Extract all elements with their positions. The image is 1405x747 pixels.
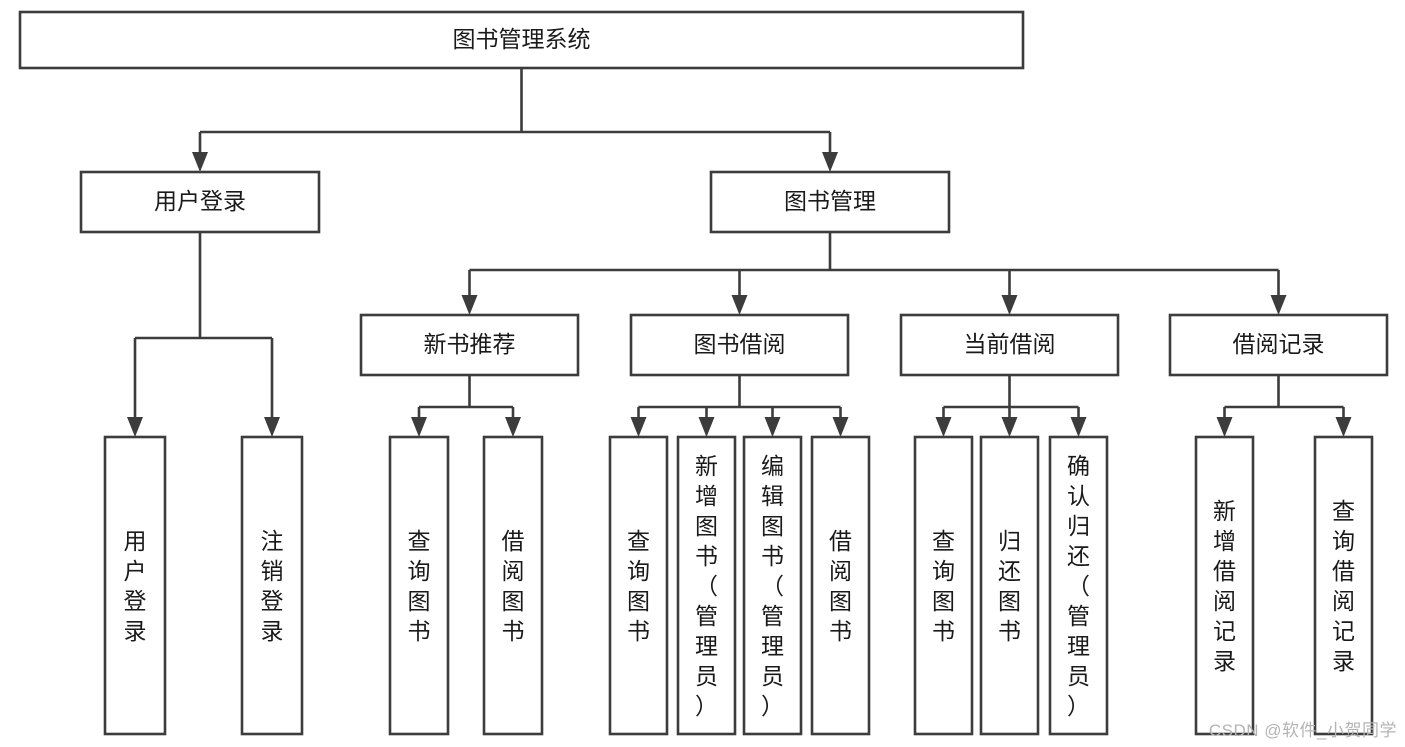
node-leaf-add-book-admin-label: 新增图书（管理员） xyxy=(695,453,718,719)
book-borrow-to-leaves-arrowhead-1 xyxy=(698,417,715,437)
book-borrow-to-leaves-arrowhead-3 xyxy=(832,417,849,437)
node-leaf-query-book-recommend-label: 查询图书 xyxy=(408,528,431,644)
node-leaf-confirm-return-admin-label: 确认归还（管理员） xyxy=(1067,453,1090,719)
node-current-borrow-rect xyxy=(899,313,1120,377)
node-leaf-borrow-book-rect xyxy=(810,435,871,736)
node-leaf-add-borrow-record-label: 新增借阅记录 xyxy=(1213,498,1236,674)
node-leaf-return-book-label: 归还图书 xyxy=(998,528,1021,644)
node-leaf-edit-book-admin[interactable]: 编辑图书（管理员） xyxy=(742,435,803,736)
node-new-book-recommend[interactable]: 新书推荐 xyxy=(359,313,580,377)
borrow-records-to-leaves-arrowhead-1 xyxy=(1335,417,1352,437)
current-borrow-to-leaves-arrowhead-0 xyxy=(935,417,952,437)
node-leaf-query-borrow-record-rect xyxy=(1313,435,1374,736)
node-leaf-borrow-book-recommend-rect xyxy=(482,435,544,736)
node-leaf-query-book-current-rect xyxy=(913,435,974,736)
node-leaf-return-book[interactable]: 归还图书 xyxy=(979,435,1040,736)
node-leaf-borrow-book-label: 借阅图书 xyxy=(829,528,852,644)
node-leaf-add-borrow-record[interactable]: 新增借阅记录 xyxy=(1194,435,1255,736)
node-leaf-borrow-book-recommend[interactable]: 借阅图书 xyxy=(482,435,544,736)
csdn-watermark: CSDN @软件_小贺同学 xyxy=(1208,721,1397,740)
new-book-recommend-to-leaves-arrowhead-1 xyxy=(505,417,521,437)
node-borrow-records[interactable]: 借阅记录 xyxy=(1168,313,1389,377)
bookmgmt-to-level3-arrowhead-3 xyxy=(1270,295,1287,315)
node-leaf-user-login-label: 用户登录 xyxy=(124,528,147,644)
bookmgmt-to-level3-arrowhead-1 xyxy=(731,295,748,315)
node-book-management[interactable]: 图书管理 xyxy=(709,170,951,234)
node-root-system-label: 图书管理系统 xyxy=(453,26,591,52)
node-user-login[interactable]: 用户登录 xyxy=(79,170,321,234)
node-leaf-edit-book-admin-label: 编辑图书（管理员） xyxy=(761,453,784,719)
current-borrow-to-leaves-arrowhead-2 xyxy=(1070,417,1087,437)
root-to-level2-arrowhead-1 xyxy=(822,152,838,172)
root-to-level2-arrowhead-0 xyxy=(192,152,208,172)
node-root-system-rect xyxy=(18,10,1025,70)
node-leaf-user-login-rect xyxy=(103,435,167,736)
node-new-book-recommend-rect xyxy=(359,313,580,377)
node-leaf-query-book-borrow[interactable]: 查询图书 xyxy=(608,435,669,736)
book-borrow-to-leaves-arrowhead-0 xyxy=(630,417,647,437)
connectors-layer xyxy=(127,68,1352,437)
node-leaf-confirm-return-admin-rect xyxy=(1048,435,1109,736)
node-leaf-query-book-borrow-rect xyxy=(608,435,669,736)
node-leaf-query-book-recommend-rect xyxy=(388,435,450,736)
node-leaf-user-logout[interactable]: 注销登录 xyxy=(240,435,304,736)
nodes-layer: 图书管理系统用户登录图书管理新书推荐图书借阅当前借阅借阅记录用户登录注销登录查询… xyxy=(18,10,1389,736)
book-borrow-to-leaves-arrowhead-2 xyxy=(764,417,781,437)
bookmgmt-to-level3-arrowhead-2 xyxy=(1001,295,1018,315)
node-book-management-rect xyxy=(709,170,951,234)
node-new-book-recommend-label: 新书推荐 xyxy=(424,331,516,357)
node-book-management-label: 图书管理 xyxy=(784,188,876,214)
node-leaf-confirm-return-admin[interactable]: 确认归还（管理员） xyxy=(1048,435,1109,736)
node-leaf-edit-book-admin-rect xyxy=(742,435,803,736)
node-book-borrow[interactable]: 图书借阅 xyxy=(629,313,850,377)
borrow-records-to-leaves-arrowhead-0 xyxy=(1216,417,1233,437)
node-leaf-add-book-admin[interactable]: 新增图书（管理员） xyxy=(676,435,737,736)
node-current-borrow-label: 当前借阅 xyxy=(964,331,1056,357)
node-leaf-borrow-book-recommend-label: 借阅图书 xyxy=(502,528,525,644)
node-leaf-user-logout-rect xyxy=(240,435,304,736)
node-current-borrow[interactable]: 当前借阅 xyxy=(899,313,1120,377)
node-leaf-query-borrow-record-label: 查询借阅记录 xyxy=(1332,498,1355,674)
node-leaf-query-book-borrow-label: 查询图书 xyxy=(627,528,650,644)
current-borrow-to-leaves-arrowhead-1 xyxy=(1001,417,1018,437)
node-book-borrow-rect xyxy=(629,313,850,377)
node-leaf-return-book-rect xyxy=(979,435,1040,736)
node-book-borrow-label: 图书借阅 xyxy=(694,331,786,357)
bookmgmt-to-level3-arrowhead-0 xyxy=(461,295,478,315)
node-leaf-user-login[interactable]: 用户登录 xyxy=(103,435,167,736)
node-root-system[interactable]: 图书管理系统 xyxy=(18,10,1025,70)
node-leaf-query-book-current-label: 查询图书 xyxy=(932,528,955,644)
node-leaf-add-borrow-record-rect xyxy=(1194,435,1255,736)
node-leaf-add-book-admin-rect xyxy=(676,435,737,736)
node-leaf-query-book-current[interactable]: 查询图书 xyxy=(913,435,974,736)
node-user-login-rect xyxy=(79,170,321,234)
userlogin-to-leaves-arrowhead-0 xyxy=(127,417,143,437)
node-leaf-query-book-recommend[interactable]: 查询图书 xyxy=(388,435,450,736)
node-leaf-borrow-book[interactable]: 借阅图书 xyxy=(810,435,871,736)
node-user-login-label: 用户登录 xyxy=(154,188,246,214)
node-leaf-user-logout-label: 注销登录 xyxy=(261,528,284,644)
node-borrow-records-label: 借阅记录 xyxy=(1233,331,1325,357)
userlogin-to-leaves-arrowhead-1 xyxy=(264,417,280,437)
new-book-recommend-to-leaves-arrowhead-0 xyxy=(411,417,427,437)
node-borrow-records-rect xyxy=(1168,313,1389,377)
node-leaf-query-borrow-record[interactable]: 查询借阅记录 xyxy=(1313,435,1374,736)
